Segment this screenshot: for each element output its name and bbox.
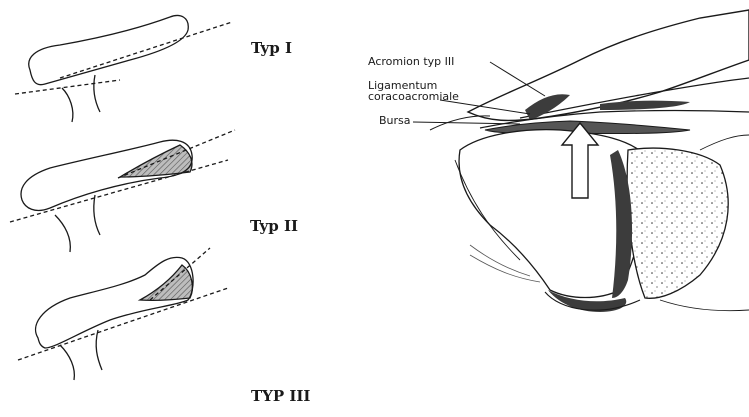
soft-tissue-right-upper [700, 135, 749, 150]
type-ii-neck-right [94, 195, 100, 235]
type-iii-drawing [18, 248, 228, 380]
type-i-neck-left [62, 88, 73, 122]
type-i-label: Typ I [251, 39, 292, 57]
type-iii-acromion-outline [36, 257, 194, 348]
acromion-label: Acromion typ III [368, 56, 454, 67]
ligament-label: Ligamentum coracoacromiale [368, 80, 459, 102]
type-ii-acromion-outline [21, 140, 192, 210]
type-ii-label: Typ II [250, 217, 298, 235]
soft-tissue-right-lower [660, 300, 749, 311]
type-i-dashed-line-lower [15, 80, 120, 94]
type-i-dashed-line-upper [60, 22, 232, 78]
type-iii-neck-right [96, 330, 102, 370]
type-iii-label: TYP III [251, 387, 310, 405]
bursa-label: Bursa [379, 115, 411, 126]
type-ii-drawing [10, 130, 235, 252]
type-i-neck-right [94, 75, 100, 112]
shoulder-cross-section [413, 10, 749, 312]
type-i-acromion-outline [29, 16, 189, 85]
glenoid [627, 148, 728, 298]
type-i-drawing [15, 16, 232, 122]
type-ii-neck-left [55, 215, 70, 252]
type-iii-neck-left [60, 345, 74, 380]
type-ii-dashed-line-lower [10, 160, 228, 222]
type-iii-dashed-line-lower [18, 288, 228, 360]
